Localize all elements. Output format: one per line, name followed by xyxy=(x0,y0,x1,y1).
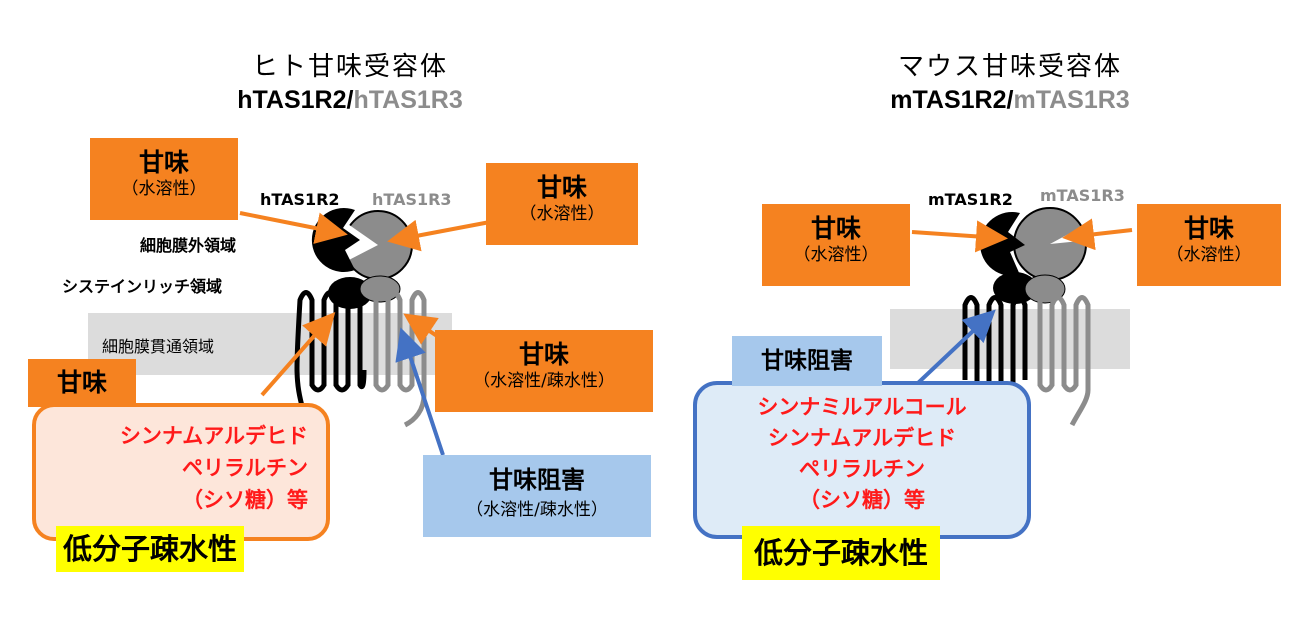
compound-cinnamyl-alcohol: シンナミルアルコール xyxy=(757,395,967,419)
arrow-m-sweet-to-r3 xyxy=(1062,218,1133,251)
label-mTAS1R2: mTAS1R2 xyxy=(928,190,1013,209)
hTAS1R2-transmembrane xyxy=(294,290,367,411)
arrow-m-inhibit-to-r2-tmd xyxy=(916,309,996,385)
mTAS1R3-venus-flytrap xyxy=(1013,207,1090,281)
tab-sweet-left: 甘味 xyxy=(28,359,136,407)
compound-list-left: シンナムアルデヒド ペリラルチン （シソ糖）等 xyxy=(40,420,308,516)
label-extracellular-region: 細胞膜外領域 xyxy=(140,236,237,255)
box-sub: （水溶性） xyxy=(1166,245,1252,265)
box-sweet-tmd-r3: 甘味 （水溶性/疎水性） xyxy=(435,330,653,412)
box-sweet-inhibition: 甘味阻害 （水溶性/疎水性） xyxy=(423,455,651,537)
box-sweet-watersoluble-r3: 甘味 （水溶性） xyxy=(486,163,638,245)
box-sweet-watersoluble-r2: 甘味 （水溶性） xyxy=(90,138,238,220)
box-main: 甘味 xyxy=(138,148,189,177)
box-main: 甘味 xyxy=(518,340,569,369)
box-main: 甘味 xyxy=(1183,214,1234,243)
mTAS1R3-cysteine-rich xyxy=(1024,274,1066,304)
compound-cinnamaldehyde: シンナムアルデヒド xyxy=(119,424,308,448)
label-low-molecular-hydrophobic-left: 低分子疎水性 xyxy=(56,526,244,572)
box-main: 甘味阻害 xyxy=(489,466,585,494)
box-main: 甘味 xyxy=(536,173,587,202)
box-sub: （水溶性/疎水性） xyxy=(473,371,615,391)
mTAS1R2-cysteine-rich xyxy=(993,272,1037,304)
left-subtitle-r2: hTAS1R2/ xyxy=(237,86,354,114)
right-subtitle: mTAS1R2/mTAS1R3 xyxy=(840,86,1180,115)
box-main: 甘味 xyxy=(810,214,861,243)
arrow-hydrophobic-to-r2-tmd xyxy=(260,312,336,397)
mTAS1R3-transmembrane xyxy=(1037,295,1091,427)
label-hTAS1R3: hTAS1R3 xyxy=(372,190,452,209)
right-subtitle-r2: mTAS1R2/ xyxy=(890,86,1014,114)
left-subtitle-r3: hTAS1R3 xyxy=(353,86,463,114)
compound-perillartine: ペリラルチン xyxy=(182,456,308,480)
tab-sweet-inhibition-right: 甘味阻害 xyxy=(732,336,882,386)
compound-perilla-sugar: （シソ糖）等 xyxy=(182,488,308,512)
mTAS1R2-transmembrane xyxy=(962,295,1028,393)
compound-perillartine: ペリラルチン xyxy=(799,457,925,481)
membrane-band-left xyxy=(88,313,452,375)
left-title: ヒト甘味受容体 xyxy=(251,52,448,82)
label-hTAS1R2: hTAS1R2 xyxy=(260,190,340,209)
label-mTAS1R3: mTAS1R3 xyxy=(1040,186,1125,205)
box-sub: （水溶性/疎水性） xyxy=(466,500,608,520)
right-subtitle-r3: mTAS1R3 xyxy=(1013,86,1130,114)
label-cysteine-rich-region: システインリッチ領域 xyxy=(62,277,223,296)
compound-perilla-sugar: （シソ糖）等 xyxy=(799,488,925,512)
compound-cinnamaldehyde: シンナムアルデヒド xyxy=(767,426,957,450)
label-low-molecular-hydrophobic-right: 低分子疎水性 xyxy=(742,526,940,580)
label-transmembrane-region: 細胞膜貫通領域 xyxy=(102,337,215,356)
hTAS1R3-cysteine-rich xyxy=(359,275,401,303)
right-title: マウス甘味受容体 xyxy=(897,52,1122,82)
compound-box-left xyxy=(32,403,330,541)
arrow-m-sweet-to-r2 xyxy=(911,220,1008,253)
arrow-sweet-to-r2 xyxy=(239,211,348,244)
hTAS1R3-transmembrane xyxy=(373,290,427,428)
arrow-inhibit-to-r3-tmd xyxy=(395,327,445,456)
mTAS1R2-venus-flytrap xyxy=(980,212,1025,276)
arrow-sweet-to-r3 xyxy=(387,219,491,252)
box-sub: （水溶性） xyxy=(519,204,605,224)
box-sub: （水溶性） xyxy=(121,179,207,199)
box-m-sweet-watersoluble-r2: 甘味 （水溶性） xyxy=(762,204,910,286)
box-sub: （水溶性） xyxy=(793,245,879,265)
box-m-sweet-watersoluble-r3: 甘味 （水溶性） xyxy=(1137,204,1281,286)
compound-list-right: シンナミルアルコール シンナムアルデヒド ペリラルチン （シソ糖）等 xyxy=(697,392,1027,516)
left-subtitle: hTAS1R2/hTAS1R3 xyxy=(180,86,520,115)
